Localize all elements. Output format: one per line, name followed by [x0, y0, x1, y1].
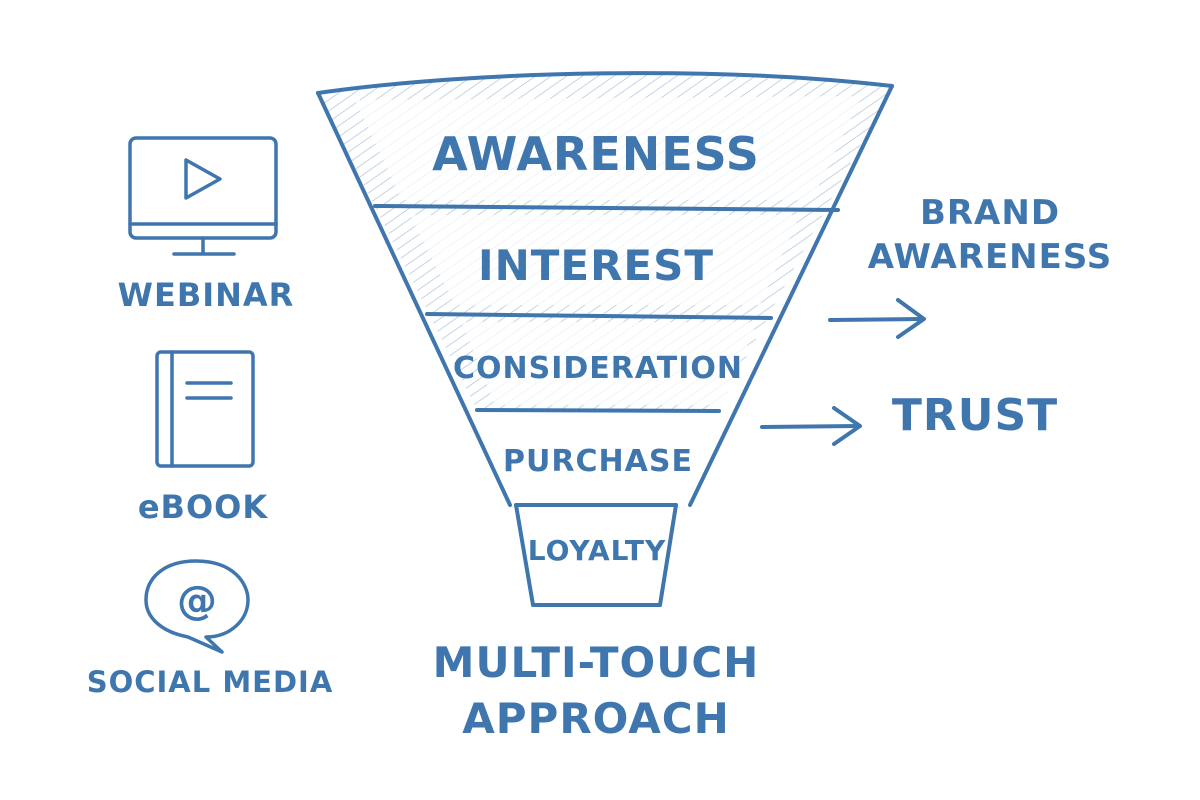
outcome-brand-line1: BRAND: [920, 193, 1060, 233]
monitor-play-icon: [128, 136, 278, 256]
funnel-stage-loyalty: LOYALTY: [528, 534, 667, 567]
arrow-to-trust-icon: [760, 406, 862, 446]
funnel-stage-awareness: AWARENESS: [432, 127, 760, 181]
at-sign-glyph: @: [177, 578, 217, 624]
outcome-brand-line2: AWARENESS: [868, 237, 1113, 277]
funnel-stage-consideration: CONSIDERATION: [453, 351, 743, 386]
funnel-caption-line1: MULTI-TOUCH: [433, 638, 760, 687]
arrow-to-brand-awareness-icon: [828, 298, 926, 339]
funnel-stage-interest: INTEREST: [478, 241, 714, 290]
funnel-caption-line2: APPROACH: [462, 694, 729, 743]
funnel-stage-purchase: PURCHASE: [503, 444, 693, 479]
outcome-trust: TRUST: [892, 390, 1058, 441]
channel-label-social-media: SOCIAL MEDIA: [87, 665, 334, 699]
book-icon: [155, 350, 255, 468]
channel-label-ebook: eBOOK: [138, 488, 269, 526]
channel-label-webinar: WEBINAR: [118, 276, 295, 314]
funnel-body: [316, 71, 894, 607]
at-speech-bubble-icon: [144, 559, 250, 654]
